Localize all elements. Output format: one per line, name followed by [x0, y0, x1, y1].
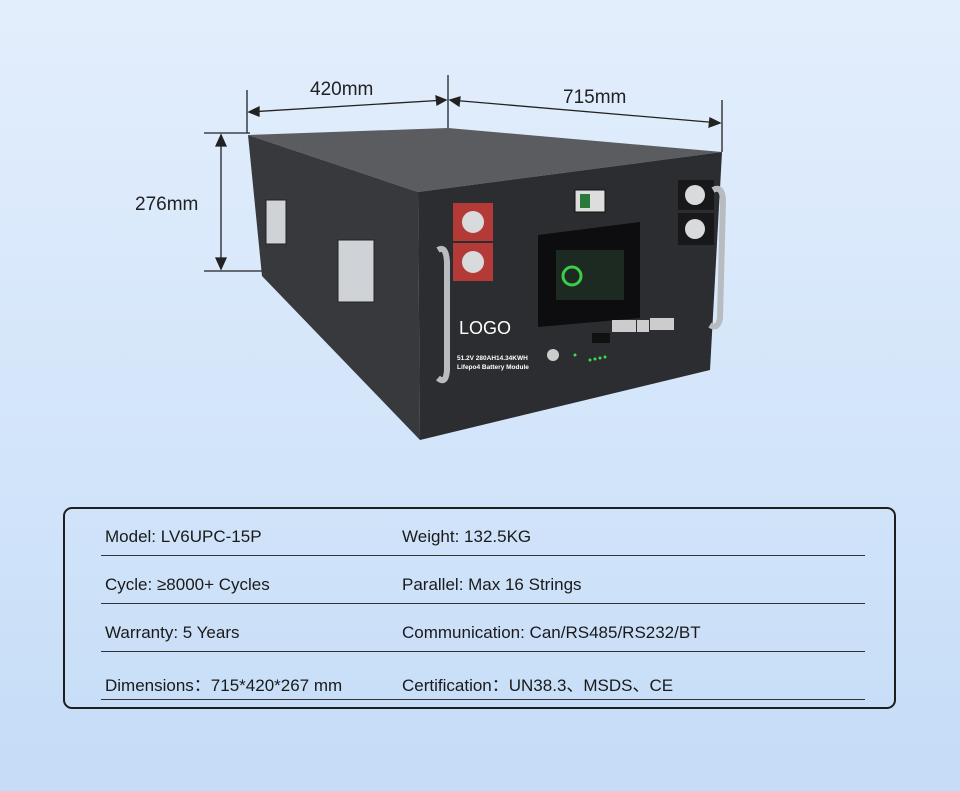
logo-text: LOGO — [459, 318, 511, 338]
spec-row: Model: LV6UPC-15P Weight: 132.5KG — [101, 509, 865, 556]
product-label-line2: Lifepo4 Battery Module — [457, 364, 529, 371]
spec-communication: Communication: Can/RS485/RS232/BT — [402, 623, 701, 642]
spec-certification: Certification：UN38.3、MSDS、CE — [402, 676, 674, 695]
spec-row: Cycle: ≥8000+ Cycles Parallel: Max 16 St… — [101, 557, 865, 604]
width-dimension-label: 420mm — [310, 79, 374, 100]
battery-illustration: LOGO 51.2V 280AH14.34KWH Lifepo4 Battery… — [204, 75, 727, 440]
side-handle — [337, 239, 375, 303]
product-label-line1: 51.2V 280AH14.34KWH — [457, 355, 528, 362]
spec-table: Model: LV6UPC-15P Weight: 132.5KG Cycle:… — [63, 507, 896, 709]
spec-weight: Weight: 132.5KG — [402, 527, 532, 546]
height-dimension-label: 276mm — [135, 194, 199, 215]
battery-top — [248, 128, 722, 192]
spec-warranty: Warranty: 5 Years — [105, 623, 240, 642]
spec-parallel: Parallel: Max 16 Strings — [402, 575, 582, 594]
dimension-lines — [204, 75, 723, 272]
side-handle — [265, 199, 287, 245]
battery-side — [248, 135, 420, 440]
spec-cycle: Cycle: ≥8000+ Cycles — [105, 575, 270, 594]
spec-dimensions: Dimensions：715*420*267 mm — [105, 676, 343, 695]
spec-model: Model: LV6UPC-15P — [105, 527, 262, 546]
spec-row: Dimensions：715*420*267 mm Certification：… — [101, 653, 865, 700]
spec-row: Warranty: 5 Years Communication: Can/RS4… — [101, 605, 865, 652]
length-dimension-label: 715mm — [563, 87, 627, 108]
